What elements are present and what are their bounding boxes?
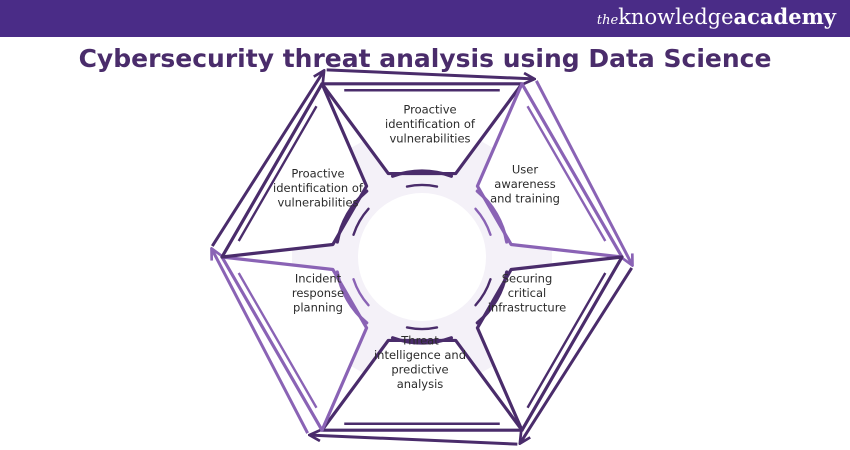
- label-line: User: [512, 163, 538, 177]
- segment-proactive-left-outline: [220, 82, 369, 259]
- logo-knowledge: knowledge: [618, 5, 734, 29]
- segment-proactive-left: [211, 72, 370, 259]
- segment-incident-arc: [335, 270, 369, 325]
- logo-the: the: [596, 13, 619, 28]
- label-line: critical: [508, 286, 547, 300]
- segment-threat-arrow: [311, 435, 518, 446]
- segment-securing-inner-line: [526, 272, 607, 409]
- segment-incident-arrow: [212, 250, 309, 434]
- segment-threat: [311, 326, 524, 446]
- segment-proactive-top-arc: [390, 169, 454, 178]
- segment-threat-inner-arc: [405, 326, 439, 331]
- segment-securing-inner-arc: [474, 278, 492, 307]
- segment-securing-arrow: [521, 267, 633, 442]
- label-line: planning: [293, 301, 343, 315]
- segment-user-awareness-inner-arc: [474, 207, 492, 236]
- label-line: vulnerabilities: [277, 196, 358, 210]
- segment-proactive-left-inner-arc: [352, 207, 370, 236]
- brand-logo[interactable]: theknowledgeacademy: [597, 4, 836, 29]
- logo-academy: academy: [733, 4, 836, 29]
- label-line: predictive: [391, 362, 448, 376]
- segment-threat-arc: [390, 336, 454, 345]
- label-line: Proactive: [291, 167, 344, 181]
- segment-proactive-left-inner-line: [237, 105, 318, 242]
- segment-user-awareness-inner-line: [526, 105, 607, 242]
- segment-securing-arc: [475, 270, 509, 325]
- label-line: intelligence and: [374, 348, 466, 362]
- label-line: vulnerabilities: [389, 132, 470, 146]
- label-line: infrastructure: [488, 301, 567, 315]
- label-line: awareness: [494, 177, 555, 191]
- segment-incident-inner-arc: [352, 278, 370, 307]
- segment-user-awareness: [474, 80, 632, 264]
- segment-incident-inner-line: [237, 272, 318, 409]
- segment-proactive-top-arrow: [326, 68, 534, 79]
- segment-user-awareness-arc: [475, 189, 509, 244]
- segment-proactive-left-arrow: [211, 72, 323, 247]
- label-line: Proactive: [403, 103, 456, 117]
- label-line: response: [292, 286, 344, 300]
- label-line: identification of: [273, 181, 364, 195]
- segment-proactive-top-inner-arc: [405, 183, 439, 188]
- center-circle: [358, 193, 486, 321]
- segment-user-awareness-arrow: [535, 80, 631, 264]
- label-line: Incident: [295, 272, 342, 286]
- label-line: and training: [490, 192, 560, 206]
- label-line: identification of: [385, 117, 476, 131]
- segment-proactive-left-arc: [335, 189, 369, 244]
- label-line: analysis: [397, 377, 444, 391]
- header-bar: theknowledgeacademy: [0, 0, 850, 37]
- label-line: Threat: [400, 333, 439, 347]
- label-line: Securing: [502, 272, 553, 286]
- page-title: Cybersecurity threat analysis using Data…: [78, 44, 772, 73]
